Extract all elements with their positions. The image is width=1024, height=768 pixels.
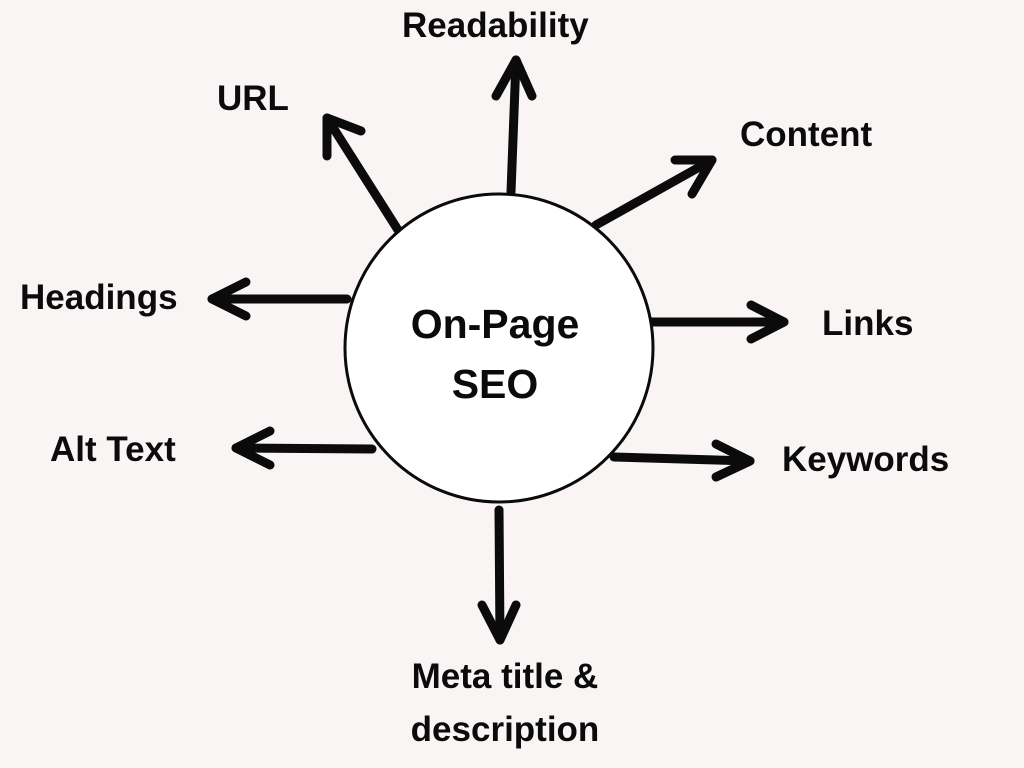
arrow-links [646, 300, 789, 344]
node-links: Links [822, 304, 914, 343]
node-meta-line1: Meta title & [411, 657, 599, 696]
arrow-meta [477, 505, 521, 645]
node-meta: Meta title & description [380, 650, 630, 756]
node-url: URL [217, 79, 289, 118]
node-alt-text: Alt Text [50, 430, 176, 469]
arrow-readability [491, 55, 537, 197]
node-keywords: Keywords [782, 440, 950, 479]
arrow-url [322, 113, 403, 235]
center-circle [343, 192, 655, 504]
node-meta-line2: description [410, 710, 600, 749]
arrow-content [591, 155, 717, 230]
arrow-keywords [609, 439, 755, 482]
center-label-line1: On-Page [410, 301, 580, 347]
arrow-alt-text [231, 426, 377, 470]
arrow-headings [207, 277, 352, 321]
node-readability: Readability [402, 6, 589, 45]
center-label: On-Page SEO [345, 294, 645, 414]
node-content: Content [740, 115, 873, 154]
center-label-line2: SEO [451, 361, 539, 407]
node-headings: Headings [20, 278, 178, 317]
